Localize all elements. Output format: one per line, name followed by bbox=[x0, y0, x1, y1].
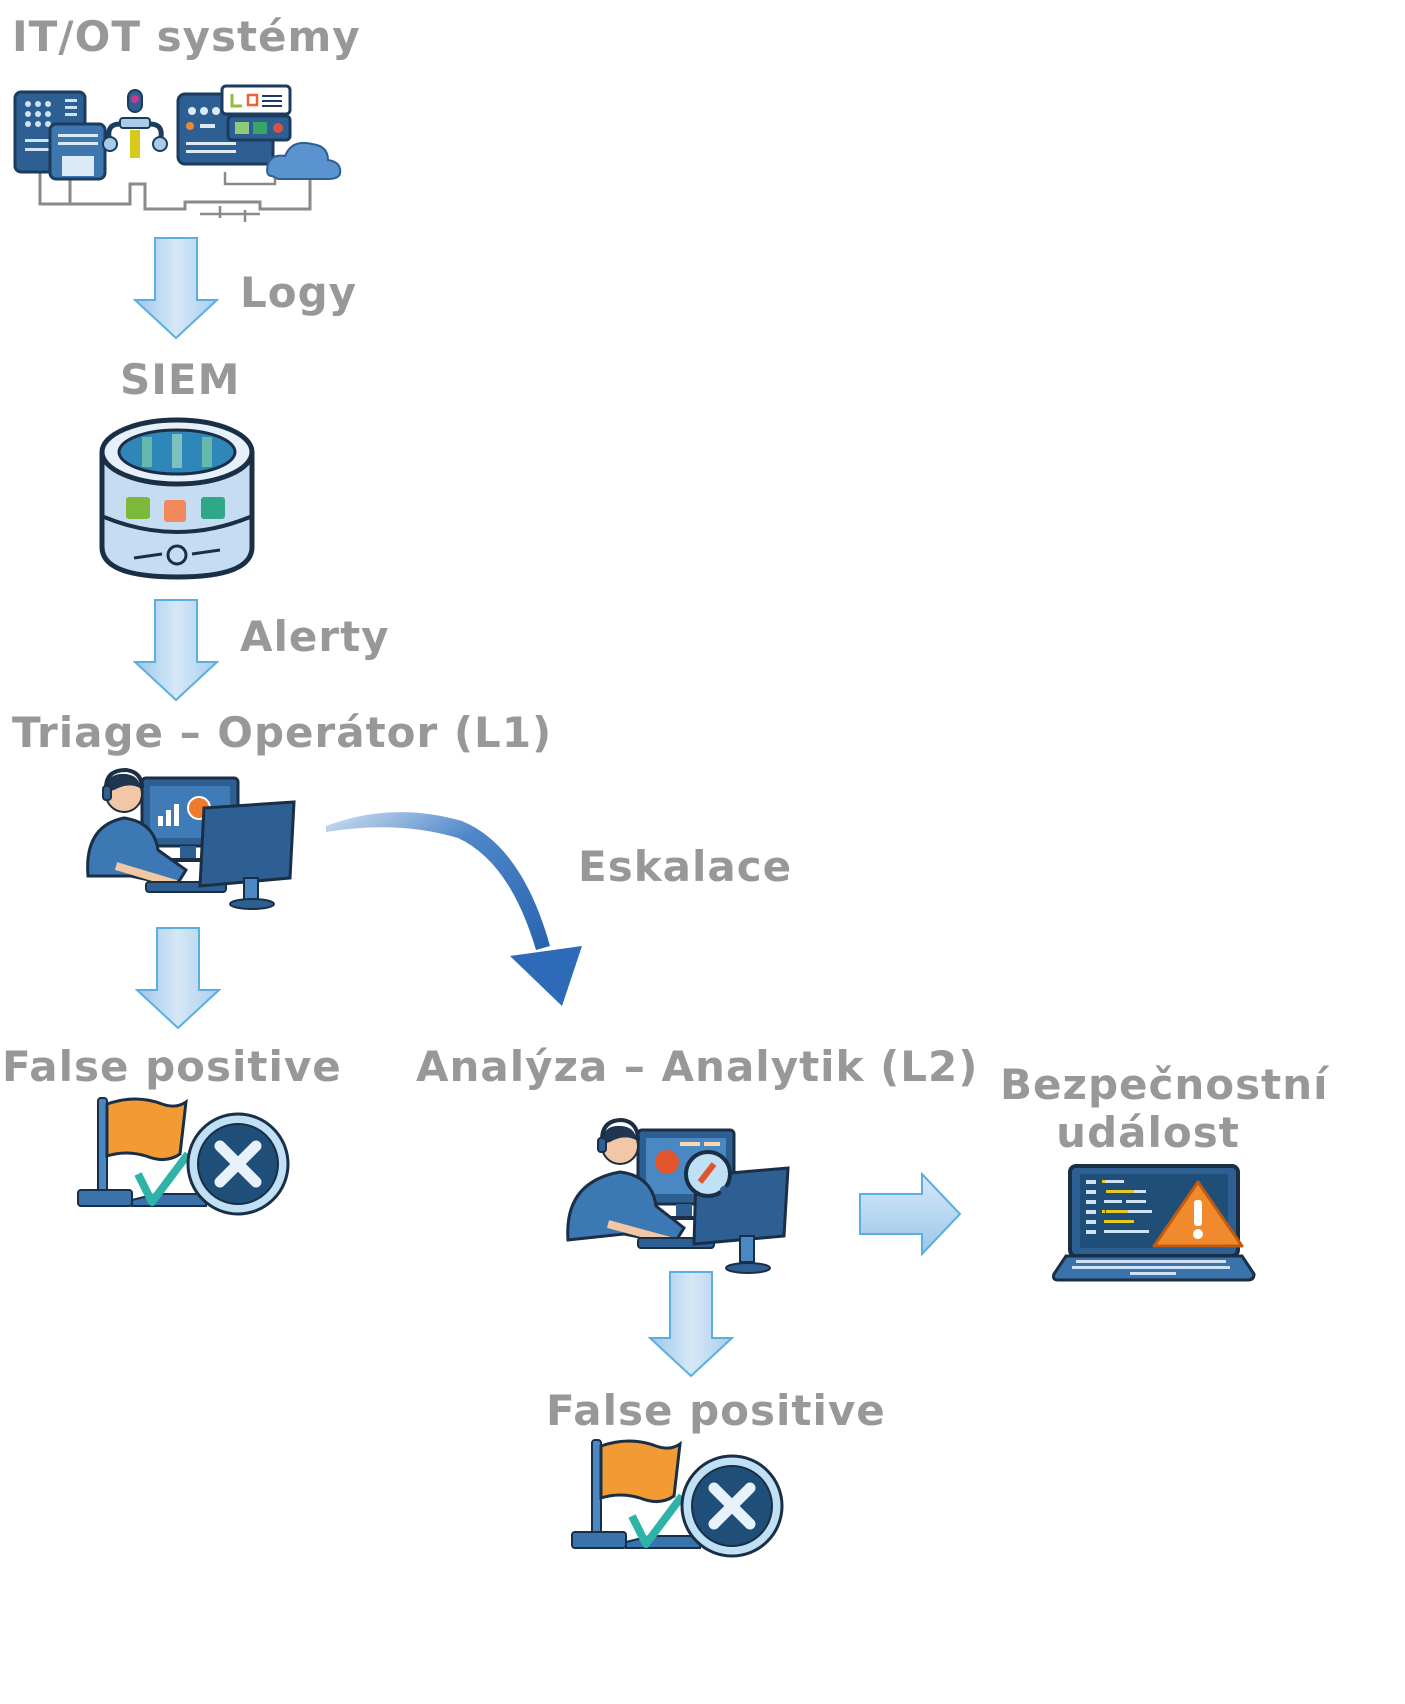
arrow-itot-to-siem bbox=[133, 236, 219, 340]
edge-label-eskalace: Eskalace bbox=[578, 842, 793, 891]
node-title-incident-line1: Bezpečnostní bbox=[1000, 1060, 1329, 1109]
node-title-siem: SIEM bbox=[120, 355, 241, 404]
node-title-itot: IT/OT systémy bbox=[12, 12, 361, 61]
arrow-escalation bbox=[322, 806, 592, 1011]
it-ot-systems-icon bbox=[10, 84, 345, 224]
arrow-analysis-to-fp2 bbox=[648, 1270, 734, 1378]
node-title-fp2: False positive bbox=[546, 1386, 886, 1435]
edge-label-alerty: Alerty bbox=[240, 612, 390, 661]
database-icon bbox=[96, 412, 258, 582]
node-title-triage: Triage – Operátor (L1) bbox=[12, 708, 553, 757]
arrow-siem-to-triage bbox=[133, 598, 219, 702]
laptop-warning-icon bbox=[1050, 1160, 1256, 1284]
operator-workstation-icon bbox=[76, 766, 300, 912]
node-title-incident-line2: událost bbox=[1056, 1108, 1240, 1157]
arrow-analysis-to-incident bbox=[858, 1172, 962, 1256]
arrow-triage-to-fp1 bbox=[135, 926, 221, 1030]
node-title-fp1: False positive bbox=[2, 1042, 342, 1091]
flag-dismiss-icon bbox=[570, 1436, 792, 1558]
flag-dismiss-icon bbox=[76, 1094, 298, 1216]
node-title-analysis: Analýza – Analytik (L2) bbox=[416, 1042, 979, 1091]
edge-label-logy: Logy bbox=[240, 268, 358, 317]
analyst-workstation-icon bbox=[564, 1112, 790, 1278]
